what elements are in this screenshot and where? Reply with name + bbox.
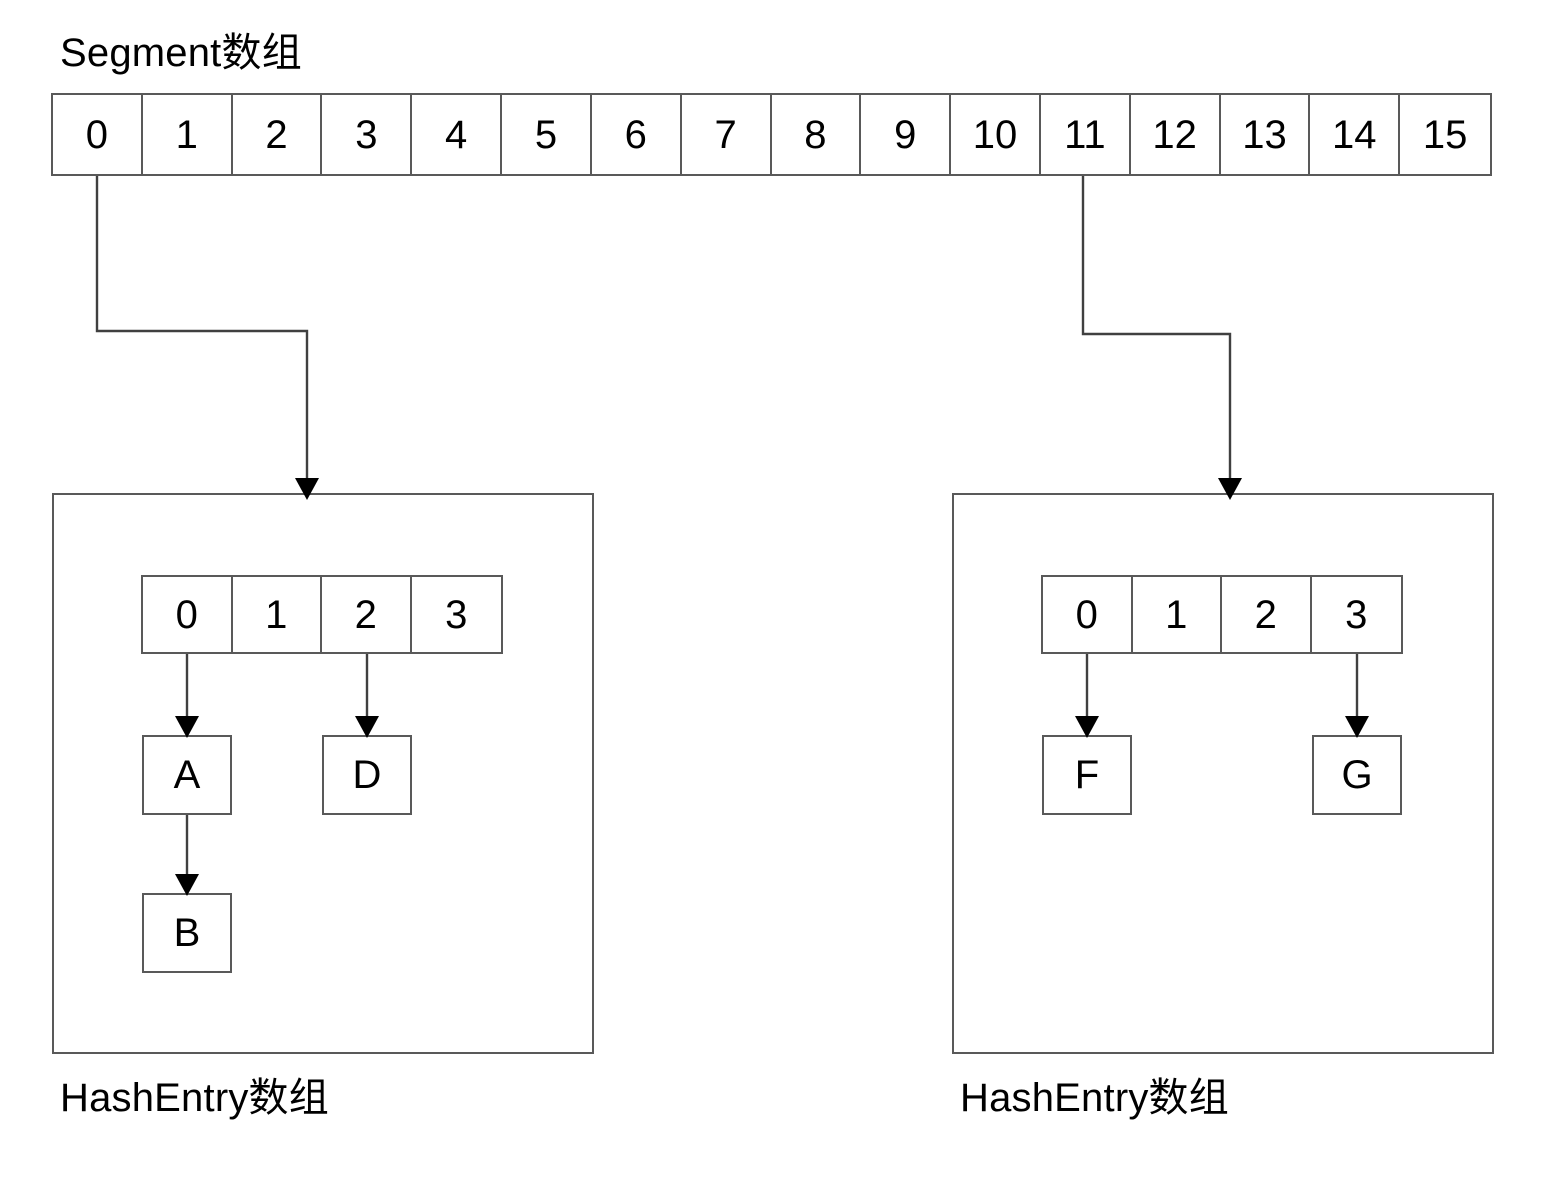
segment-cell-1[interactable]: 1 bbox=[142, 95, 233, 174]
segment-cell-10[interactable]: 10 bbox=[951, 95, 1041, 174]
segment-cell-12[interactable]: 12 bbox=[1130, 95, 1221, 174]
right-hashentry-caption: HashEntry数组 bbox=[960, 1076, 1229, 1120]
right-entry-cell-3[interactable]: 3 bbox=[1311, 577, 1401, 652]
right-entry-cell-1[interactable]: 1 bbox=[1132, 577, 1222, 652]
right-hashentry-array: 0 1 2 3 bbox=[1041, 575, 1403, 654]
left-entry-cell-2[interactable]: 2 bbox=[322, 577, 412, 652]
connector-segment0-to-left-box bbox=[95, 176, 319, 500]
segment-cell-5[interactable]: 5 bbox=[502, 95, 592, 174]
segment-cell-11[interactable]: 11 bbox=[1040, 95, 1131, 174]
segment-cell-4[interactable]: 4 bbox=[412, 95, 503, 174]
segment-cell-14[interactable]: 14 bbox=[1310, 95, 1401, 174]
node-a[interactable]: A bbox=[142, 735, 232, 815]
segment-cell-13[interactable]: 13 bbox=[1220, 95, 1311, 174]
right-entry-cell-0[interactable]: 0 bbox=[1043, 577, 1133, 652]
left-hashentry-caption: HashEntry数组 bbox=[60, 1076, 329, 1120]
left-hashentry-array: 0 1 2 3 bbox=[141, 575, 503, 654]
connector-segment11-to-right-box bbox=[1081, 176, 1242, 500]
segment-cell-6[interactable]: 6 bbox=[591, 95, 682, 174]
right-entry-cell-2[interactable]: 2 bbox=[1222, 577, 1312, 652]
node-g[interactable]: G bbox=[1312, 735, 1402, 815]
node-b[interactable]: B bbox=[142, 893, 232, 973]
node-f[interactable]: F bbox=[1042, 735, 1132, 815]
left-entry-cell-3[interactable]: 3 bbox=[411, 577, 501, 652]
left-entry-cell-1[interactable]: 1 bbox=[232, 577, 322, 652]
segment-array: 0 1 2 3 4 5 6 7 8 9 10 11 12 13 14 15 bbox=[51, 93, 1492, 176]
segment-cell-9[interactable]: 9 bbox=[861, 95, 952, 174]
left-entry-cell-0[interactable]: 0 bbox=[143, 577, 233, 652]
segment-cell-15[interactable]: 15 bbox=[1400, 95, 1490, 174]
segment-cell-8[interactable]: 8 bbox=[771, 95, 862, 174]
segment-array-title: Segment数组 bbox=[60, 31, 302, 75]
segment-cell-0[interactable]: 0 bbox=[53, 95, 143, 174]
segment-cell-3[interactable]: 3 bbox=[322, 95, 413, 174]
node-d[interactable]: D bbox=[322, 735, 412, 815]
segment-cell-7[interactable]: 7 bbox=[681, 95, 772, 174]
segment-cell-2[interactable]: 2 bbox=[232, 95, 323, 174]
